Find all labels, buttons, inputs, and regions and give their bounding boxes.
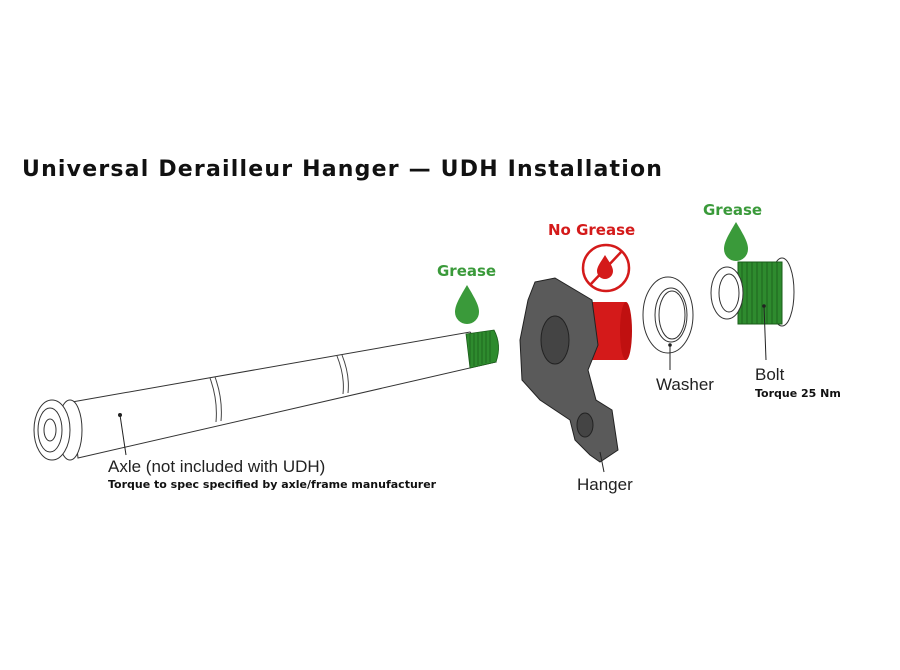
axle-label: Axle (not included with UDH) (108, 457, 325, 476)
grease-drop-icon (724, 222, 748, 261)
hanger-label: Hanger (577, 475, 633, 494)
washer-label: Washer (656, 375, 714, 394)
bolt (710, 257, 795, 361)
diagram-title: Universal Derailleur Hanger — UDH Instal… (22, 157, 663, 182)
bolt-label: Bolt (755, 365, 785, 384)
axle-torque-label: Torque to spec specified by axle/frame m… (108, 478, 437, 491)
bolt-torque-label: Torque 25 Nm (755, 387, 841, 400)
washer (642, 276, 694, 370)
axle (33, 329, 499, 461)
hanger (519, 277, 632, 473)
no-grease-label: No Grease (548, 221, 635, 239)
grease-drop-icon (455, 285, 479, 324)
no-grease-icon (581, 243, 631, 293)
axle-threads (465, 329, 499, 369)
bolt-grease-label: Grease (703, 201, 762, 219)
axle-grease-label: Grease (437, 262, 496, 280)
